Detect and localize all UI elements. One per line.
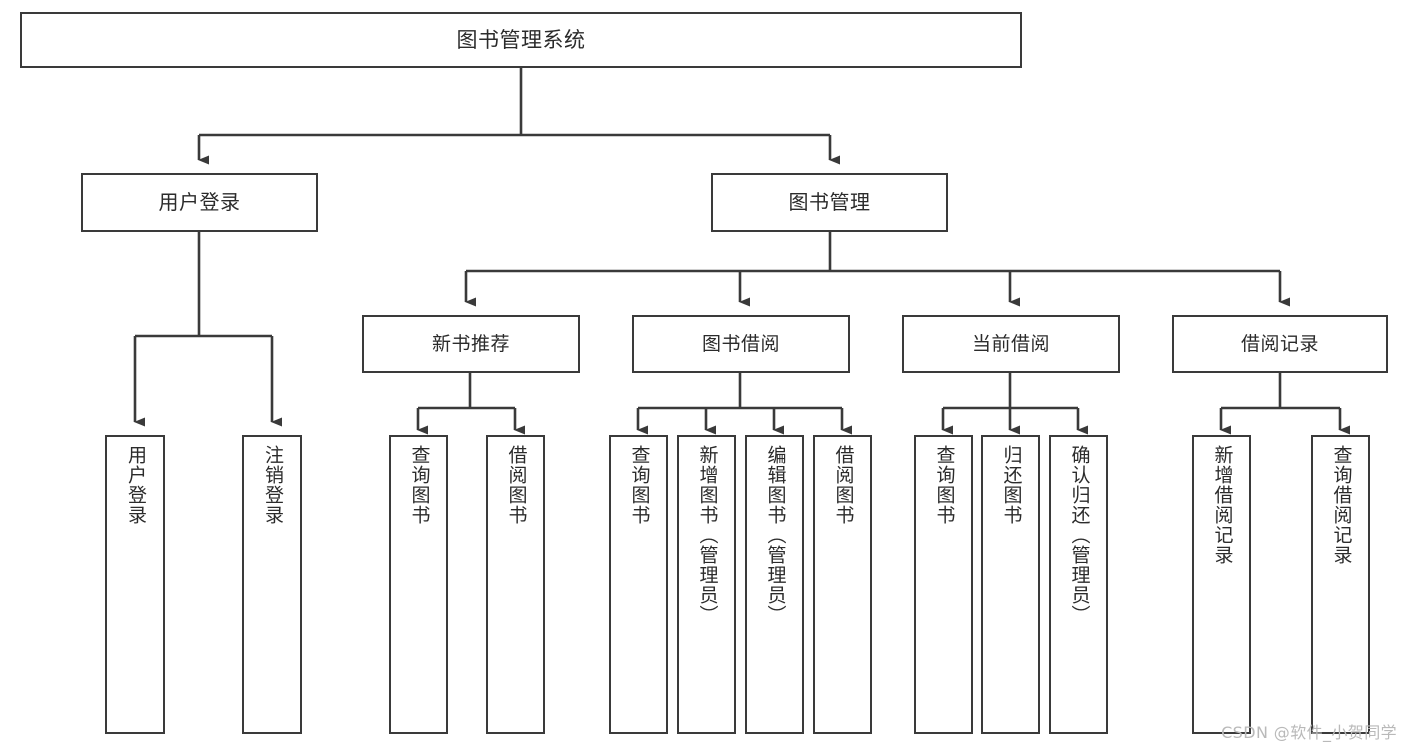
node-book-management[interactable]: 图书管理 (711, 173, 948, 232)
leaf-borrow-record-query-label: 查询借阅记录 (1330, 445, 1353, 565)
leaf-user-login-signin-label: 用户登录 (124, 445, 147, 525)
leaf-book-borrow-add[interactable]: 新增图书（管理员） (677, 435, 736, 734)
leaf-current-borrow-return[interactable]: 归还图书 (981, 435, 1040, 734)
leaf-current-borrow-query[interactable]: 查询图书 (914, 435, 973, 734)
leaf-borrow-record-add[interactable]: 新增借阅记录 (1192, 435, 1251, 734)
leaf-book-borrow-query[interactable]: 查询图书 (609, 435, 668, 734)
csdn-watermark: CSDN @软件_小贺同学 (1221, 723, 1397, 742)
leaf-user-login-signin[interactable]: 用户登录 (105, 435, 165, 734)
node-current-borrow-label: 当前借阅 (971, 332, 1050, 355)
node-user-login[interactable]: 用户登录 (81, 173, 318, 232)
leaf-new-book-query[interactable]: 查询图书 (389, 435, 448, 734)
leaf-book-borrow-lend-label: 借阅图书 (832, 445, 855, 525)
leaf-book-borrow-add-label: 新增图书（管理员） (696, 445, 719, 625)
leaf-user-login-signout[interactable]: 注销登录 (242, 435, 302, 734)
leaf-current-borrow-confirm-return-label: 确认归还（管理员） (1068, 445, 1091, 625)
node-book-borrow[interactable]: 图书借阅 (632, 315, 850, 373)
leaf-book-borrow-edit-label: 编辑图书（管理员） (764, 445, 787, 625)
node-current-borrow[interactable]: 当前借阅 (902, 315, 1120, 373)
node-book-management-label: 图书管理 (788, 189, 871, 214)
node-borrow-record-label: 借阅记录 (1240, 332, 1319, 355)
leaf-book-borrow-edit[interactable]: 编辑图书（管理员） (745, 435, 804, 734)
leaf-user-login-signout-label: 注销登录 (261, 445, 284, 525)
leaf-current-borrow-query-label: 查询图书 (933, 445, 956, 525)
leaf-book-borrow-query-label: 查询图书 (628, 445, 651, 525)
node-borrow-record[interactable]: 借阅记录 (1172, 315, 1388, 373)
node-new-book-recommend[interactable]: 新书推荐 (362, 315, 580, 373)
node-root-system-label: 图书管理系统 (456, 27, 586, 52)
leaf-book-borrow-lend[interactable]: 借阅图书 (813, 435, 872, 734)
leaf-new-book-borrow-label: 借阅图书 (505, 445, 528, 525)
leaf-current-borrow-return-label: 归还图书 (1000, 445, 1023, 525)
leaf-new-book-borrow[interactable]: 借阅图书 (486, 435, 545, 734)
node-book-borrow-label: 图书借阅 (701, 332, 780, 355)
leaf-borrow-record-add-label: 新增借阅记录 (1211, 445, 1234, 565)
node-new-book-recommend-label: 新书推荐 (431, 332, 510, 355)
leaf-current-borrow-confirm-return[interactable]: 确认归还（管理员） (1049, 435, 1108, 734)
node-root-system[interactable]: 图书管理系统 (20, 12, 1022, 68)
leaf-borrow-record-query[interactable]: 查询借阅记录 (1311, 435, 1370, 734)
node-user-login-label: 用户登录 (158, 189, 241, 214)
leaf-new-book-query-label: 查询图书 (408, 445, 431, 525)
